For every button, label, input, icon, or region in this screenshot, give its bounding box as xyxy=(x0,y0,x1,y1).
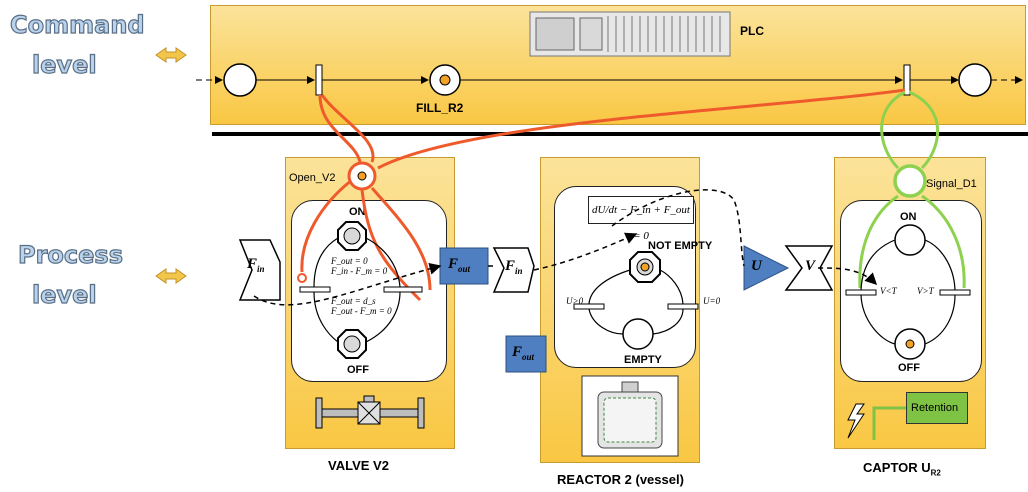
valve-input-connector xyxy=(238,239,281,301)
valve-fin-sub: in xyxy=(257,264,265,274)
red-command-arcs xyxy=(300,88,906,302)
captor-off-label: OFF xyxy=(898,362,920,374)
process-interface-icon xyxy=(155,268,187,284)
v-label: V xyxy=(805,258,816,274)
valve-eq-upper: F_out = 0 F_in - F_m = 0 xyxy=(331,256,388,276)
green-command-arcs xyxy=(858,90,966,289)
signal-d1-label: Signal_D1 xyxy=(926,178,977,190)
captor-t-left: V<T xyxy=(880,286,897,296)
open-v2-token xyxy=(357,171,367,181)
captor-title-sub: R2 xyxy=(930,468,941,478)
valve-fin-main: F xyxy=(247,256,258,272)
command-transition-1 xyxy=(315,64,323,96)
process-level-label: Process level xyxy=(17,241,123,309)
reactor-fin-main: F xyxy=(505,258,516,274)
signal-d1-place xyxy=(893,164,927,198)
empty-place xyxy=(622,318,654,350)
open-v2-inhibitor xyxy=(297,273,307,283)
reactor-fin-label: Fin xyxy=(505,258,523,276)
valve-fout-sub: out xyxy=(458,264,471,274)
valve-on-label: ON xyxy=(349,206,366,218)
command-interface-icon xyxy=(155,47,187,63)
reactor-fout-sub: out xyxy=(522,352,535,362)
empty-label: EMPTY xyxy=(624,354,662,366)
reactor-t-right: U=0 xyxy=(703,296,721,306)
u-label: U xyxy=(751,258,762,274)
plc-label: PLC xyxy=(740,24,764,38)
captor-transition-right xyxy=(939,289,971,296)
reactor-vessel-image xyxy=(581,375,679,457)
command-place-3 xyxy=(958,63,992,97)
captor-off-token xyxy=(905,339,915,349)
retention-label: Retention xyxy=(911,402,959,414)
valve-eq-upper-1: F_out = 0 xyxy=(331,256,368,266)
not-empty-label: NOT EMPTY xyxy=(648,240,713,252)
reactor-equation: dU/dt − F_in + F_out = 0 xyxy=(588,196,694,242)
fill-r2-token xyxy=(439,74,451,86)
valve-title: VALVE V2 xyxy=(328,458,389,473)
command-level-word: level xyxy=(31,51,97,79)
reactor-fout-label: Fout xyxy=(512,344,534,362)
plc-device-image xyxy=(529,11,731,57)
valve-off-place xyxy=(337,329,367,359)
retention-wire xyxy=(872,406,906,440)
valve-eq-lower-2: F_out - F_m = 0 xyxy=(331,306,392,316)
reactor-fin-sub: in xyxy=(515,266,523,276)
signal-dashed-flows xyxy=(253,189,878,306)
command-level-label: Command level xyxy=(9,11,145,79)
captor-t-right: V>T xyxy=(917,286,934,296)
captor-title: CAPTOR UR2 xyxy=(863,460,941,478)
captor-on-place xyxy=(894,224,926,256)
valve-fout-main: F xyxy=(448,256,459,272)
command-word: Command xyxy=(9,11,145,39)
valve-transition-right xyxy=(383,286,423,293)
valve-fout-label: Fout xyxy=(448,256,470,274)
reactor-input-connector xyxy=(492,247,535,293)
sensor-lightning-icon xyxy=(847,403,865,439)
open-v2-label: Open_V2 xyxy=(289,172,336,184)
valve-eq-upper-2: F_in - F_m = 0 xyxy=(331,266,388,276)
reactor-transition-right xyxy=(667,303,699,310)
retention-box xyxy=(906,392,968,424)
reactor-fout-main: F xyxy=(512,344,523,360)
reactor-internal-arcs xyxy=(588,269,684,335)
fill-r2-label: FILL_R2 xyxy=(416,101,464,115)
reactor-output-box xyxy=(505,335,547,373)
process-word: Process xyxy=(17,241,123,269)
valve-symbol-icon xyxy=(315,395,425,429)
v-signal-connector xyxy=(784,245,834,291)
not-empty-place xyxy=(629,251,661,283)
reactor-t-left: U>0 xyxy=(566,296,584,306)
reactor-title: REACTOR 2 (vessel) xyxy=(557,472,684,487)
valve-internal-arcs xyxy=(313,237,401,343)
command-place-1 xyxy=(223,63,257,97)
valve-eq-lower: F_out = d_s F_out - F_m = 0 xyxy=(331,296,392,316)
u-signal-triangle xyxy=(743,245,790,291)
reactor-transition-left xyxy=(573,303,605,310)
valve-on-place xyxy=(337,221,367,251)
valve-fin-label: Fin xyxy=(247,256,265,274)
captor-on-label: ON xyxy=(900,211,917,223)
process-level-word: level xyxy=(31,281,97,309)
valve-off-label: OFF xyxy=(347,364,369,376)
captor-internal-arcs xyxy=(860,239,956,345)
valve-transition-left xyxy=(299,286,331,293)
captor-transition-left xyxy=(845,289,877,296)
valve-eq-lower-1: F_out = d_s xyxy=(331,296,376,306)
captor-title-main: CAPTOR U xyxy=(863,460,931,475)
